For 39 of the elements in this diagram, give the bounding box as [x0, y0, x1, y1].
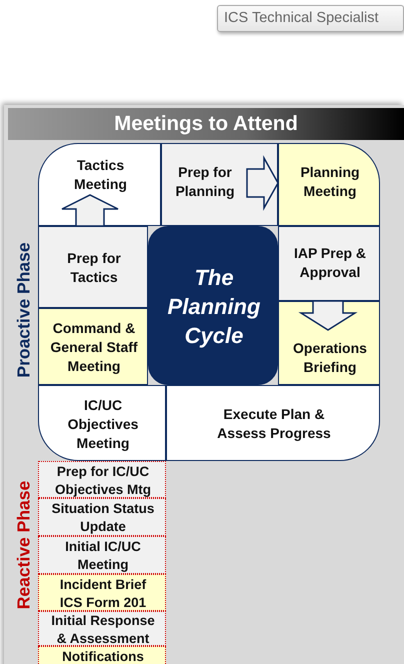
- step-label: Initial IC/UC Meeting: [64, 538, 142, 574]
- step-label: IC/UC Objectives Meeting: [66, 396, 140, 452]
- step-label: Situation Status Update: [50, 500, 156, 536]
- cycle-cell: [278, 226, 380, 301]
- cycle-cell: [38, 385, 166, 461]
- panel: [4, 105, 404, 664]
- cycle-cell: [38, 226, 148, 308]
- step-label: Operations Briefing: [292, 339, 368, 377]
- step-cell: [38, 611, 166, 646]
- step-cell: [38, 574, 166, 611]
- step-label: Tactics Meeting: [73, 156, 128, 194]
- phase-label: Reactive Phase: [14, 480, 34, 610]
- cycle-cell: [278, 143, 380, 226]
- step-label: Planning Meeting: [299, 163, 361, 201]
- step-cell: [38, 461, 166, 498]
- phase-label: Proactive Phase: [14, 242, 34, 378]
- center-title: The Planning Cycle: [166, 264, 262, 350]
- cycle-cell: [278, 301, 380, 385]
- block-arrow: [298, 300, 358, 331]
- cycle-cell: [166, 385, 380, 461]
- block-arrow: [61, 194, 119, 227]
- role-tag: ICS Technical Specialist: [217, 5, 404, 32]
- step-label: Prep for Planning: [174, 163, 236, 201]
- step-cell: [38, 536, 166, 574]
- cycle-cell: [38, 143, 161, 226]
- step-label: Initial Response & Assessment: [50, 612, 156, 648]
- step-cell: [38, 498, 166, 536]
- step-label: IAP Prep & Approval: [292, 244, 368, 282]
- step-label: Prep for Tactics: [66, 249, 122, 287]
- block-arrow: [246, 155, 279, 211]
- step-label: Prep for IC/UC Objectives Mtg: [54, 462, 152, 498]
- center-panel: [148, 226, 278, 385]
- panel-header: Meetings to Attend: [8, 108, 404, 140]
- cycle-cell: [38, 308, 148, 385]
- step-label: Execute Plan & Assess Progress: [216, 405, 332, 443]
- step-label: Notifications: [62, 648, 144, 664]
- step-label: Incident Brief ICS Form 201: [58, 576, 148, 612]
- step-label: Command & General Staff Meeting: [49, 319, 139, 376]
- cycle-cell: [161, 143, 278, 226]
